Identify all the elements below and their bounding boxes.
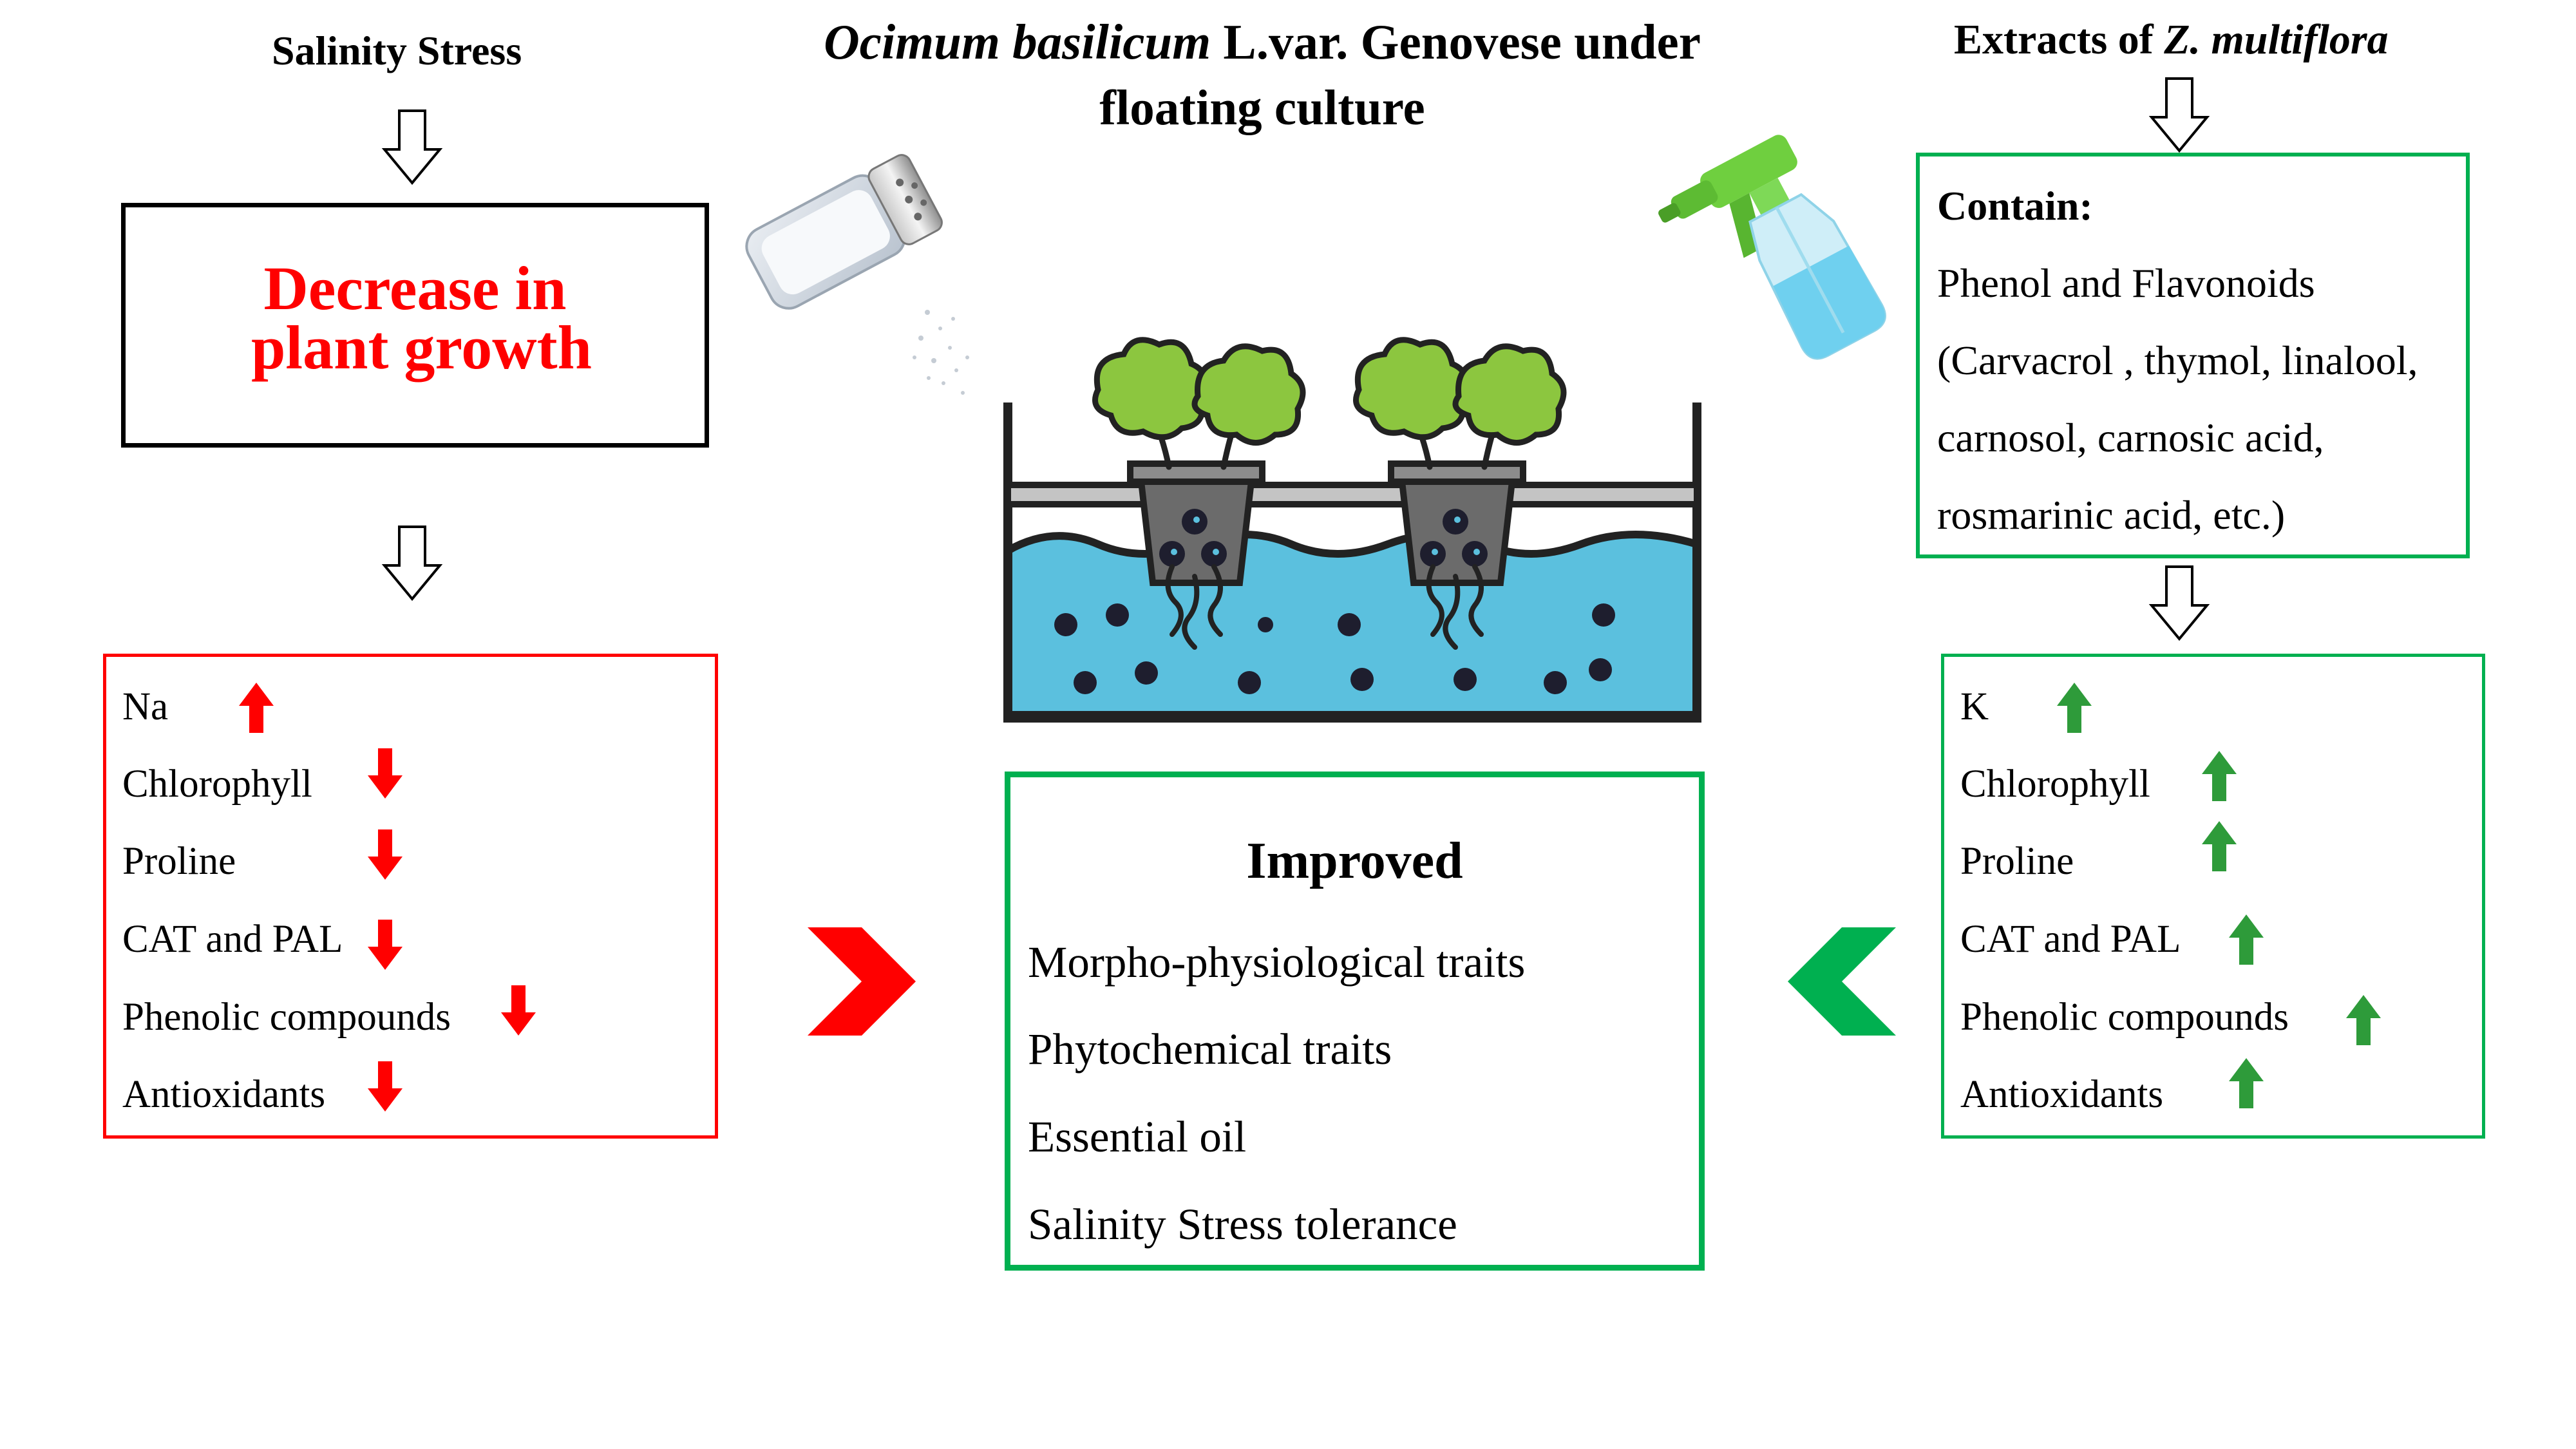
contain-line: rosmarinic acid, etc.) (1937, 492, 2286, 538)
title-rest: L.var. Genovese under (1211, 14, 1701, 70)
extract-item: K (1960, 685, 1989, 728)
extract-item: CAT and PAL (1960, 918, 2181, 961)
title-line2: floating culture (1099, 80, 1425, 135)
hollow-down-arrow-icon (381, 109, 443, 185)
arrow-down-icon (501, 985, 536, 1036)
extract-effects-box (1941, 654, 2485, 1139)
improved-box (1005, 772, 1705, 1271)
diagram-title: Ocimum basilicum L.var. Genovese under f… (741, 9, 1784, 140)
improved-item: Morpho-physiological traits (1028, 938, 1526, 987)
spray-bottle-icon (1658, 135, 1886, 360)
arrow-up-icon (2229, 1058, 2264, 1108)
title-species: Ocimum basilicum (824, 14, 1211, 70)
salinity-item: Antioxidants (122, 1073, 326, 1116)
salinity-stress-heading: Salinity Stress (272, 28, 522, 73)
salinity-item: Phenolic compounds (122, 996, 451, 1039)
salinity-effects-box (103, 654, 718, 1139)
chevron-left-icon (1788, 927, 1896, 1036)
hollow-down-arrow-icon (2148, 565, 2210, 641)
arrow-down-icon (368, 829, 402, 880)
hollow-down-arrow-icon (381, 526, 443, 601)
hydroponic-tank-icon (1003, 337, 1701, 723)
extracts-heading-species: Z. multiflora (2164, 16, 2389, 63)
arrow-down-icon (368, 920, 402, 970)
extract-item: Phenolic compounds (1960, 996, 2289, 1039)
arrow-up-icon (239, 683, 274, 733)
decrease-growth-line2: plant growth (251, 313, 592, 382)
arrow-down-icon (368, 1061, 402, 1112)
extracts-heading: Extracts of Z. multiflora (1954, 15, 2389, 64)
salinity-item: Na (122, 685, 169, 728)
extracts-heading-prefix: Extracts of (1954, 16, 2164, 63)
salinity-item: Proline (122, 840, 236, 883)
hollow-down-arrow-icon (2148, 77, 2210, 153)
extract-item: Proline (1960, 840, 2074, 883)
arrow-up-icon (2346, 995, 2381, 1045)
contain-label: Contain: (1937, 183, 2093, 229)
improved-item: Phytochemical traits (1028, 1025, 1392, 1074)
arrow-up-icon (2202, 821, 2237, 871)
decrease-growth-box: Decrease in plant growth (121, 203, 709, 448)
extracts-contain-box (1916, 153, 2470, 558)
salinity-item: Chlorophyll (122, 762, 312, 806)
extract-item: Antioxidants (1960, 1073, 2164, 1116)
salt-shaker-icon (745, 154, 969, 395)
arrow-up-icon (2057, 683, 2092, 733)
improved-item: Essential oil (1028, 1112, 1247, 1161)
salinity-item: CAT and PAL (122, 918, 343, 961)
arrow-down-icon (368, 748, 402, 799)
contain-line: Phenol and Flavonoids (1937, 260, 2315, 306)
chevron-right-icon (808, 927, 916, 1036)
decrease-growth-line1: Decrease in (263, 254, 567, 323)
contain-line: carnosol, carnosic acid, (1937, 415, 2324, 460)
improved-item: Salinity Stress tolerance (1028, 1200, 1457, 1249)
contain-line: (Carvacrol , thymol, linalool, (1937, 337, 2418, 383)
arrow-up-icon (2229, 914, 2264, 965)
extract-item: Chlorophyll (1960, 762, 2150, 806)
improved-heading: Improved (1246, 833, 1463, 889)
arrow-up-icon (2202, 751, 2237, 801)
